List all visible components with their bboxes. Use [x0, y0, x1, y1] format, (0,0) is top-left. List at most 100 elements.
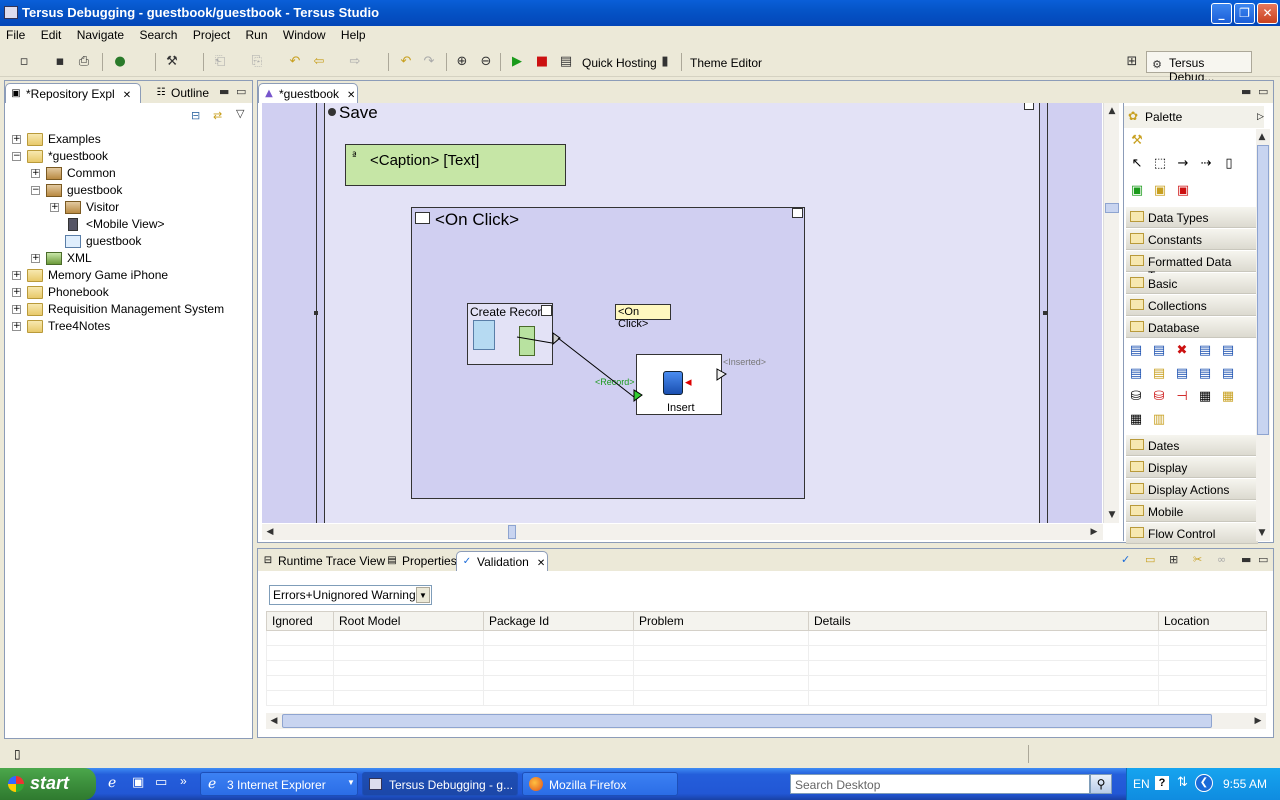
scroll-right-icon[interactable]: ▶ — [1254, 716, 1262, 726]
dashed-flow-icon[interactable]: ⇢ — [1200, 156, 1212, 171]
db-action-icon[interactable]: ▤ — [1221, 343, 1235, 358]
search-icon[interactable]: ⚲ — [1090, 774, 1112, 794]
select-tool-icon[interactable]: ↖ — [1131, 156, 1143, 171]
palette-drawer-formatted-data-types[interactable]: Formatted Data Types — [1126, 251, 1258, 283]
tools-icon[interactable]: ✂ — [1193, 553, 1203, 566]
expand-icon[interactable]: + — [12, 287, 21, 297]
expand-icon[interactable]: + — [12, 270, 21, 280]
scroll-thumb[interactable] — [508, 525, 516, 539]
palette-scrollbar[interactable]: ▲ ▼ — [1256, 129, 1270, 541]
menu-edit[interactable]: Edit — [40, 28, 62, 42]
expand-icon[interactable]: + — [31, 253, 40, 263]
copy-icon[interactable]: ⎘ — [251, 54, 263, 69]
palette-toggle-icon[interactable]: ▷ — [1257, 111, 1264, 121]
validate-icon[interactable]: ✓ — [1121, 553, 1131, 566]
marquee-tool-icon[interactable]: ⬚ — [1153, 156, 1167, 171]
desktop-quicklaunch-icon[interactable]: ▭ — [155, 775, 168, 790]
print-icon[interactable]: ⎙ — [78, 54, 90, 69]
filter-icon[interactable]: ▭ — [1145, 553, 1156, 566]
db-action-icon[interactable]: ⊣ — [1176, 389, 1188, 404]
tree-item[interactable]: −guestbook — [5, 182, 250, 199]
tree-item[interactable]: −*guestbook — [5, 148, 250, 165]
maximize-button[interactable]: ❐ — [1234, 3, 1255, 24]
column-details[interactable]: Details — [808, 611, 1159, 631]
network-icon[interactable]: ⇅ — [1177, 775, 1188, 790]
scroll-down-icon[interactable]: ▼ — [1258, 528, 1266, 538]
palette-drawer-database[interactable]: Database — [1126, 317, 1258, 338]
link-icon[interactable]: ∞ — [1217, 553, 1227, 566]
menu-help[interactable]: Help — [340, 28, 366, 42]
quicklaunch-more-icon[interactable]: » — [180, 774, 187, 788]
tree-item[interactable]: guestbook — [5, 233, 250, 250]
hosting-icon[interactable]: ▤ — [559, 54, 573, 69]
db-action-icon[interactable]: ▦ — [1198, 389, 1212, 404]
mobile-icon[interactable]: ▮ — [661, 54, 669, 69]
redo-icon[interactable]: ↷ — [423, 54, 435, 69]
minimize-button[interactable]: _ — [1211, 3, 1232, 24]
ie-quicklaunch-icon[interactable]: ℯ — [108, 775, 117, 791]
undo-icon[interactable]: ↶ — [400, 54, 412, 69]
close-tab-icon[interactable]: ✕ — [536, 558, 546, 569]
scroll-up-icon[interactable]: ▲ — [1258, 132, 1266, 142]
scroll-down-icon[interactable]: ▼ — [1108, 510, 1116, 520]
tree-item[interactable]: +Phonebook — [5, 284, 250, 301]
quick-hosting-button[interactable]: Quick Hosting — [582, 56, 657, 70]
open-perspective-icon[interactable]: ⊞ — [1126, 54, 1138, 69]
media-quicklaunch-icon[interactable]: ▣ — [132, 775, 145, 790]
db-action-icon[interactable]: ▦ — [1129, 412, 1143, 427]
tree-item[interactable]: +Examples — [5, 131, 250, 148]
close-tab-icon[interactable]: ✕ — [347, 90, 356, 101]
column-package-id[interactable]: Package Id — [483, 611, 634, 631]
create-record-element[interactable]: Create Record — [467, 303, 553, 365]
chevron-down-icon[interactable]: ▼ — [416, 587, 430, 603]
tab-outline[interactable]: ☷Outline — [156, 86, 210, 100]
tab-guestbook-editor[interactable]: ▲*guestbook✕ — [258, 83, 358, 103]
wand-icon[interactable]: ⚒ — [1131, 133, 1143, 148]
expand-icon[interactable]: + — [12, 321, 21, 331]
tree-item[interactable]: +Requisition Management System — [5, 301, 250, 318]
tree-item[interactable]: <Mobile View> — [5, 216, 250, 233]
new-icon[interactable]: ▫ — [19, 54, 29, 69]
task-internet-explorer[interactable]: ℯ 3 Internet Explorer ▼ — [200, 772, 358, 796]
tab-properties[interactable]: ▤Properties — [387, 554, 457, 568]
db-action-icon[interactable]: ▤ — [1129, 366, 1143, 381]
task-tersus-debugging[interactable]: Tersus Debugging - g... — [362, 772, 518, 796]
menu-project[interactable]: Project — [192, 28, 231, 42]
maximize-view-icon[interactable]: ▭ — [1258, 553, 1269, 566]
stop-icon[interactable]: ■ — [535, 54, 549, 69]
close-button[interactable]: ✕ — [1257, 3, 1278, 24]
palette-drawer-basic[interactable]: Basic — [1126, 273, 1258, 294]
grid-icon[interactable]: ⊞ — [1169, 553, 1179, 566]
minimize-editor-icon[interactable]: ▬ — [1241, 85, 1252, 98]
expand-tray-icon[interactable]: ❮ — [1195, 774, 1213, 792]
wand-icon[interactable]: ⚒ — [166, 54, 178, 69]
task-firefox[interactable]: Mozilla Firefox — [522, 772, 678, 796]
help-icon[interactable]: ? — [1155, 776, 1169, 790]
collapse-icon[interactable]: − — [12, 151, 21, 161]
close-tab-icon[interactable]: ✕ — [122, 90, 132, 101]
db-action-icon[interactable]: ▤ — [1198, 366, 1212, 381]
palette-drawer-mobile[interactable]: Mobile — [1126, 501, 1258, 522]
save-icon[interactable]: ▪ — [55, 54, 65, 69]
trigger-icon[interactable]: ▣ — [1130, 183, 1144, 198]
collapse-all-icon[interactable]: ⊟ — [191, 109, 201, 122]
expand-icon[interactable]: + — [12, 304, 21, 314]
expand-icon[interactable]: + — [50, 202, 59, 212]
collapse-icon[interactable] — [541, 305, 552, 316]
collapse-icon[interactable]: − — [31, 185, 40, 195]
expand-icon[interactable]: + — [31, 168, 40, 178]
column-location[interactable]: Location — [1158, 611, 1267, 631]
table-horizontal-scrollbar[interactable]: ◀ ▶ — [266, 713, 1266, 729]
collapse-icon[interactable] — [1024, 103, 1034, 110]
fast-view-icon[interactable]: ▯ — [14, 747, 21, 761]
minimize-view-icon[interactable]: ▬ — [219, 85, 230, 98]
resize-handle[interactable] — [1043, 311, 1047, 315]
editor-vertical-scrollbar[interactable]: ▲ ▼ — [1103, 103, 1119, 523]
view-menu-icon[interactable]: ▽ — [236, 107, 245, 120]
palette-drawer-collections[interactable]: Collections — [1126, 295, 1258, 316]
language-indicator[interactable]: EN — [1133, 777, 1150, 791]
scroll-left-icon[interactable]: ◀ — [266, 527, 274, 537]
theme-editor-button[interactable]: Theme Editor — [690, 56, 763, 70]
db-action-icon[interactable]: ▤ — [1152, 343, 1166, 358]
db-action-icon[interactable]: ▤ — [1221, 366, 1235, 381]
